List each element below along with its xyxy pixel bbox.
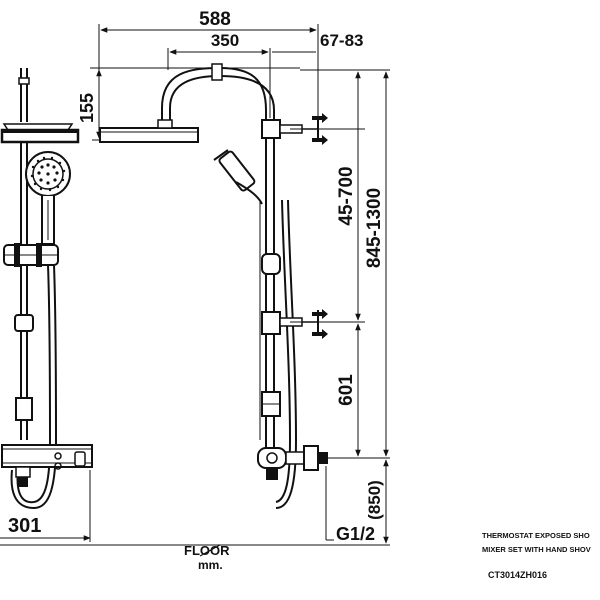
hand-shower-head-front [25, 151, 71, 245]
arm-width-dimension: 350 [211, 31, 239, 50]
side-view [99, 63, 328, 509]
floor-reference: FLOOR mm. [0, 543, 300, 572]
top-dimensions: 588 350 67-83 [98, 9, 363, 135]
front-view: 301 [0, 68, 93, 542]
title-block: THERMOSTAT EXPOSED SHO MIXER SET WITH HA… [482, 531, 591, 580]
front-width-dimension: 301 [8, 515, 41, 537]
title-line-1: THERMOSTAT EXPOSED SHO [482, 531, 590, 540]
wall-offset-dimension: 67-83 [320, 31, 363, 50]
head-drop-dimension: 155 [77, 93, 97, 123]
title-line-2: MIXER SET WITH HAND SHOV [482, 545, 591, 554]
vertical-dimensions: 45-700 601 845-1300 (850) G1/2 [290, 69, 390, 546]
slide-range-dimension: 45-700 [336, 166, 357, 225]
floor-label: FLOOR [184, 543, 230, 558]
floor-unit: mm. [198, 558, 223, 572]
total-height-dimension: 845-1300 [364, 188, 385, 268]
wall-screw-icons [312, 113, 328, 339]
model-code: CT3014ZH016 [488, 570, 547, 580]
top-width-dimension: 588 [199, 9, 231, 30]
floor-height-dimension: (850) [365, 480, 384, 520]
lower-height-dimension: 601 [336, 374, 357, 406]
inlet-thread-dimension: G1/2 [336, 524, 375, 544]
